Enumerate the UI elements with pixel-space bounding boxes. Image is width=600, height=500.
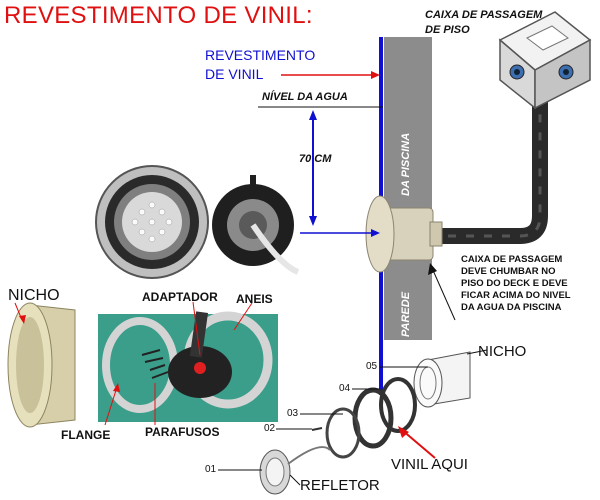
niche-left-label: NICHO — [8, 287, 60, 304]
niche-left-icon — [7, 302, 76, 428]
rings-label: ANEIS — [236, 292, 273, 306]
vinyl-coating-label-line2: DE VINIL — [205, 66, 264, 82]
pool-wall — [384, 37, 432, 340]
reflector-label: REFLETOR — [300, 477, 380, 494]
niche-right-label: NICHO — [478, 343, 527, 360]
screws-icon — [141, 349, 169, 379]
flange-label: FLANGE — [61, 428, 111, 442]
screws-label: PARAFUSOS — [145, 425, 220, 439]
note-line1: CAIXA DE PASSAGEM — [461, 254, 563, 265]
note-line5: DA AGUA DA PISCINA — [461, 302, 562, 313]
adapter-label: ADAPTADOR — [142, 290, 218, 304]
note-line4: FICAR ACIMA DO NIVEL — [461, 290, 571, 301]
vinyl-coating-label-line1: REVESTIMENTO — [205, 47, 316, 63]
adapter-icon — [168, 311, 232, 398]
floor-box-label-line2: DE PISO — [425, 24, 470, 36]
wall-label-upper: DA PISCINA — [400, 132, 412, 196]
part-number-01: 01 — [205, 464, 217, 475]
gasket-ring-icon — [379, 377, 417, 433]
reflector-lamp-icon — [259, 446, 331, 495]
ring-icon — [325, 407, 361, 459]
distance-label: 70 CM — [299, 153, 332, 165]
part-number-05: 05 — [366, 361, 378, 372]
part-number-03: 03 — [287, 408, 299, 419]
niche-right-icon — [413, 351, 471, 408]
wall-label-lower: PAREDE — [400, 291, 412, 337]
floor-junction-box-icon — [498, 11, 592, 110]
vinyl-here-label: VINIL AQUI — [391, 456, 468, 473]
part-number-04: 04 — [339, 383, 351, 394]
flange-ring-icon — [352, 387, 394, 449]
note-line2: DEVE CHUMBAR NO — [461, 266, 556, 277]
page-title: REVESTIMENTO DE VINIL: — [4, 2, 313, 29]
led-pool-light-icon — [95, 165, 209, 279]
note-line3: PISO DO DECK E DEVE — [461, 278, 568, 289]
part-number-02: 02 — [264, 423, 276, 434]
water-level-label: NÍVEL DA AGUA — [262, 91, 348, 103]
wall-niche-icon — [365, 195, 443, 273]
screw-icon — [311, 427, 323, 431]
floor-box-label-line1: CAIXA DE PASSAGEM — [425, 9, 543, 21]
led-light-back-icon — [212, 175, 300, 275]
